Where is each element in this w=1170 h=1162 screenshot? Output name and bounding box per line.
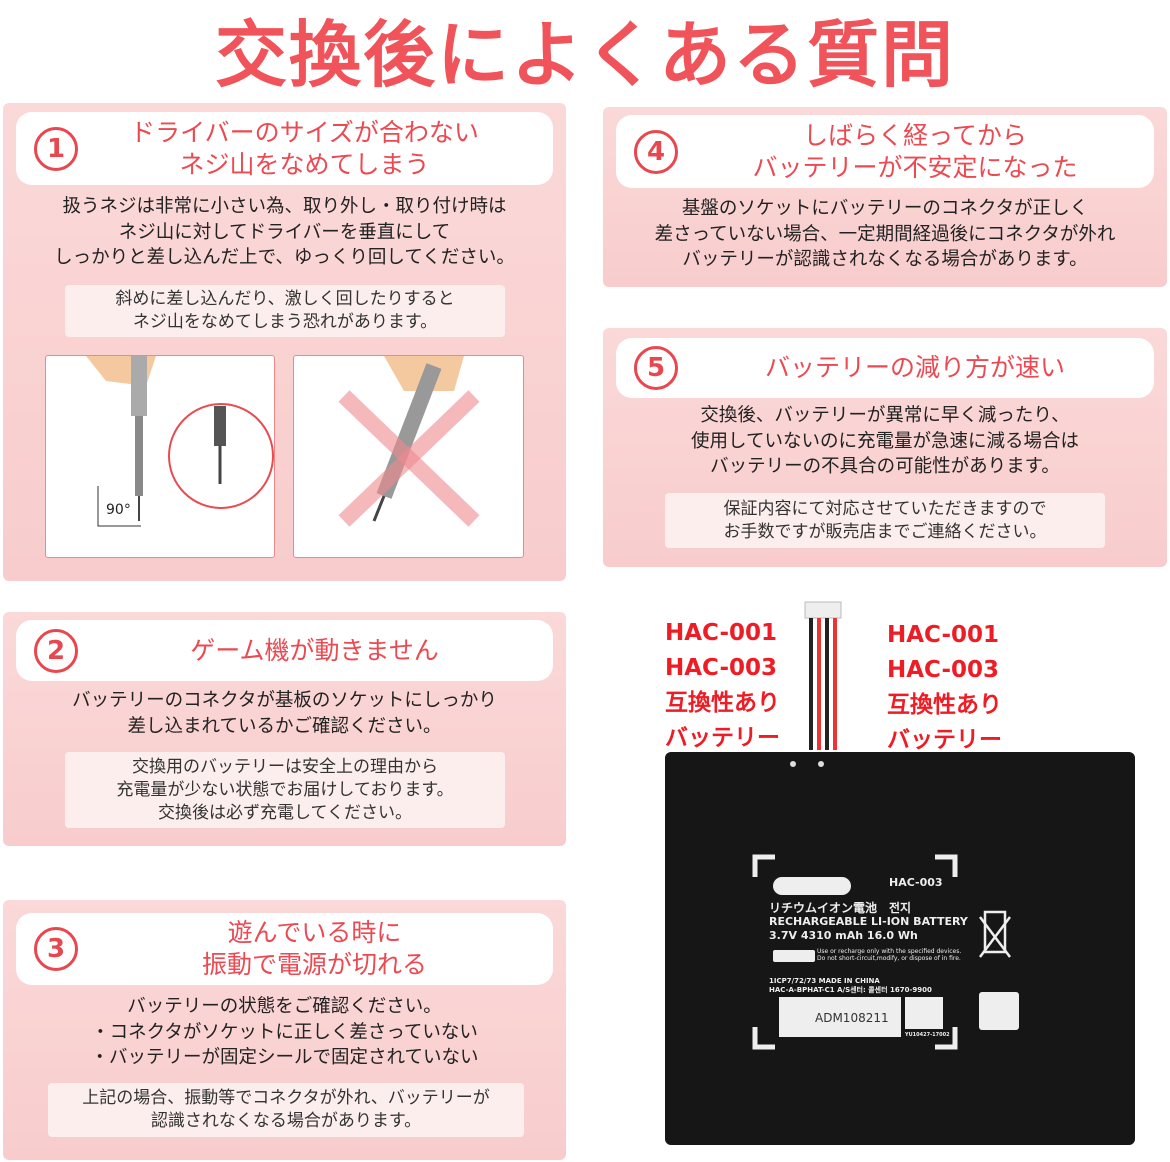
faq-note: 保証内容にて対応させていただきますので お手数ですが販売店までご連絡ください。 — [665, 493, 1105, 548]
faq-panel-4: 4 しばらく経ってから バッテリーが不安定になった 基盤のソケットにバッテリーの… — [603, 107, 1167, 287]
battery-image: HAC-003 リチウムイオン電池 전지 RECHARGEABLE LI-ION… — [665, 752, 1135, 1145]
number-badge: 2 — [34, 628, 78, 673]
number-badge: 3 — [34, 927, 78, 971]
correct-angle-illustration: 90° — [45, 355, 275, 558]
faq-panel-3: 3 遊んでいる時に 振動で電源が切れる バッテリーの状態をご確認ください。 ・コ… — [3, 900, 566, 1160]
number-badge: 4 — [634, 129, 678, 174]
faq-header: 3 遊んでいる時に 振動で電源が切れる — [16, 913, 553, 985]
faq-note: 斜めに差し込んだり、激しく回したりすると ネジ山をなめてしまう恐れがあります。 — [65, 285, 505, 337]
faq-note: 上記の場合、振動等でコネクタが外れ、バッテリーが 認識されなくなる場合があります… — [48, 1083, 524, 1137]
faq-header: 1 ドライバーのサイズが合わない ネジ山をなめてしまう — [16, 112, 553, 185]
faq-heading: ゲーム機が動きません — [190, 635, 439, 665]
faq-header: 2 ゲーム機が動きません — [16, 620, 553, 681]
wrong-angle-illustration — [293, 355, 524, 558]
faq-body: バッテリーの状態をご確認ください。 ・コネクタがソケットに正しく差さっていない … — [90, 996, 479, 1068]
faq-heading: バッテリーの減り方が速い — [764, 353, 1065, 382]
number-badge: 1 — [34, 126, 78, 171]
number-badge: 5 — [634, 346, 678, 390]
faq-header: 4 しばらく経ってから バッテリーが不安定になった — [616, 115, 1154, 188]
faq-body: バッテリーのコネクタが基板のソケットにしっかり 差し込まれているかご確認ください… — [72, 690, 497, 737]
faq-body: 基盤のソケットにバッテリーのコネクタが正しく 差さっていない場合、一定期間経過後… — [654, 198, 1116, 270]
faq-panel-1: 1 ドライバーのサイズが合わない ネジ山をなめてしまう 扱うネジは非常に小さい為… — [3, 103, 566, 581]
page-title: 交換後によくある質問 — [214, 13, 955, 97]
faq-panel-5: 5 バッテリーの減り方が速い 交換後、バッテリーが異常に早く減ったり、 使用して… — [603, 328, 1167, 567]
weee-bin-icon — [979, 910, 1011, 958]
faq-heading: しばらく経ってから バッテリーが不安定になった — [752, 120, 1078, 182]
faq-note: 交換用のバッテリーは安全上の理由から 充電量が少ない状態でお届けしております。 … — [65, 752, 505, 828]
faq-header: 5 バッテリーの減り方が速い — [616, 338, 1154, 398]
compat-label-right: HAC-001 HAC-003 互換性あり バッテリー — [887, 622, 1002, 753]
faq-panel-2: 2 ゲーム機が動きません バッテリーのコネクタが基板のソケットにしっかり 差し込… — [3, 612, 566, 846]
angle-label: 90° — [106, 502, 131, 518]
battery-connector-cable — [804, 601, 842, 750]
faq-heading: ドライバーのサイズが合わない ネジ山をなめてしまう — [130, 117, 479, 179]
faq-body: 交換後、バッテリーが異常に早く減ったり、 使用していないのに充電量が急速に減る場… — [691, 405, 1079, 477]
recycle-icon — [979, 992, 1019, 1030]
faq-body: 扱うネジは非常に小さい為、取り外し・取り付け時は ネジ山に対してドライバーを垂直… — [54, 196, 515, 268]
compat-label-left: HAC-001 HAC-003 互換性あり バッテリー — [665, 620, 780, 751]
faq-heading: 遊んでいる時に 振動で電源が切れる — [201, 918, 427, 979]
